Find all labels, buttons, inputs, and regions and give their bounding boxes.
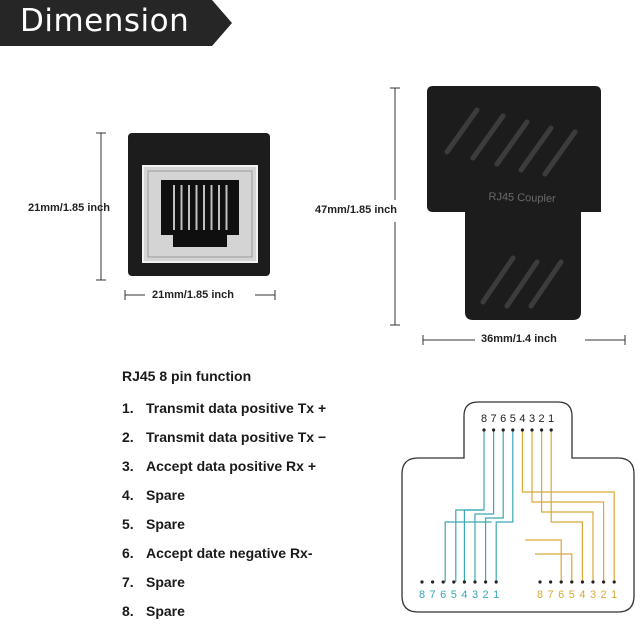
right-port-pin-label: 3	[590, 589, 596, 601]
right-port-pin-label: 2	[601, 589, 607, 601]
left-port-pin-label: 7	[430, 589, 436, 601]
pin-dot	[602, 580, 606, 584]
wire	[541, 430, 594, 582]
pin-dot	[591, 580, 595, 584]
pin-dot	[420, 580, 424, 584]
banner-shape	[0, 0, 232, 46]
pin-dot	[559, 580, 563, 584]
left-port-pin-label: 2	[483, 589, 489, 601]
pin-dot	[540, 428, 544, 432]
pin-dot	[462, 580, 466, 584]
pin-dot	[484, 580, 488, 584]
wire-group	[444, 430, 615, 582]
right-port-pin-label: 6	[558, 589, 564, 601]
pin-dot	[431, 580, 435, 584]
left-port-pin-label: 4	[461, 589, 467, 601]
right-port-pin-label: 8	[537, 589, 543, 601]
top-pin-label: 5	[510, 413, 516, 425]
pin-dot	[549, 580, 553, 584]
coupler-width-label: 36mm/1.4 inch	[481, 333, 557, 345]
pin-dot	[473, 580, 477, 584]
right-port-pin-label: 7	[548, 589, 554, 601]
pin-dot	[549, 428, 553, 432]
wire	[535, 553, 573, 582]
pin-dot	[452, 580, 456, 584]
right-port-pin-label: 5	[569, 589, 575, 601]
coupler-height-label: 47mm/1.85 inch	[315, 204, 397, 216]
pin-dots	[420, 428, 616, 584]
pin-dot	[580, 580, 584, 584]
pin-dot	[501, 428, 505, 432]
list-item: 3.Accept data positive Rx +	[122, 458, 317, 474]
pin-dot	[494, 580, 498, 584]
top-pin-label: 1	[548, 413, 554, 425]
pin-function-title: RJ45 8 pin function	[122, 368, 252, 384]
left-port-pin-label: 8	[419, 589, 425, 601]
wire	[444, 521, 492, 582]
pin-dot	[538, 580, 542, 584]
list-item: 4.Spare	[122, 487, 185, 503]
pin-dot	[530, 428, 534, 432]
coupler-outline	[401, 401, 635, 613]
top-pin-label: 7	[491, 413, 497, 425]
pin-dot	[511, 428, 515, 432]
list-item: 2.Transmit data positive Tx −	[122, 429, 327, 445]
pin-dot	[492, 428, 496, 432]
pin-dot	[612, 580, 616, 584]
pin-dot	[570, 580, 574, 584]
top-pin-label: 8	[481, 413, 487, 425]
wire	[550, 430, 583, 582]
wire	[474, 430, 495, 582]
product-label: RJ45 Coupler	[488, 191, 556, 205]
pin-dot	[520, 428, 524, 432]
right-port-pin-label: 1	[611, 589, 617, 601]
coupler-side-view: RJ45 Coupler	[387, 86, 626, 348]
pin-dot	[482, 428, 486, 432]
top-pin-label: 3	[529, 413, 535, 425]
wire	[521, 430, 615, 582]
wire	[484, 430, 504, 582]
jack-front-view	[96, 132, 276, 303]
left-port-pin-label: 3	[472, 589, 478, 601]
wire	[495, 430, 514, 582]
pin-function-list: 1.Transmit data positive Tx + 2.Transmit…	[122, 394, 326, 626]
top-pin-label: 6	[500, 413, 506, 425]
left-port-pin-label: 6	[440, 589, 446, 601]
top-pin-label: 4	[519, 413, 525, 425]
left-port-pin-label: 1	[493, 589, 499, 601]
list-item: 5.Spare	[122, 516, 185, 532]
wire	[531, 430, 605, 582]
banner-title: Dimension	[20, 3, 190, 39]
wire	[455, 509, 482, 582]
jack-height-label: 21mm/1.85 inch	[28, 202, 110, 214]
pin-dot	[441, 580, 445, 584]
left-port-pin-label: 5	[451, 589, 457, 601]
list-item: 1.Transmit data positive Tx +	[122, 400, 327, 416]
list-item: 8.Spare	[122, 603, 185, 619]
wire	[525, 539, 562, 582]
dimension-banner: Dimension	[0, 0, 232, 46]
top-pin-label: 2	[539, 413, 545, 425]
right-port-pin-label: 4	[579, 589, 585, 601]
jack-width-label: 21mm/1.85 inch	[152, 289, 234, 301]
list-item: 7.Spare	[122, 574, 185, 590]
list-item: 6.Accept date negative Rx-	[122, 545, 313, 561]
